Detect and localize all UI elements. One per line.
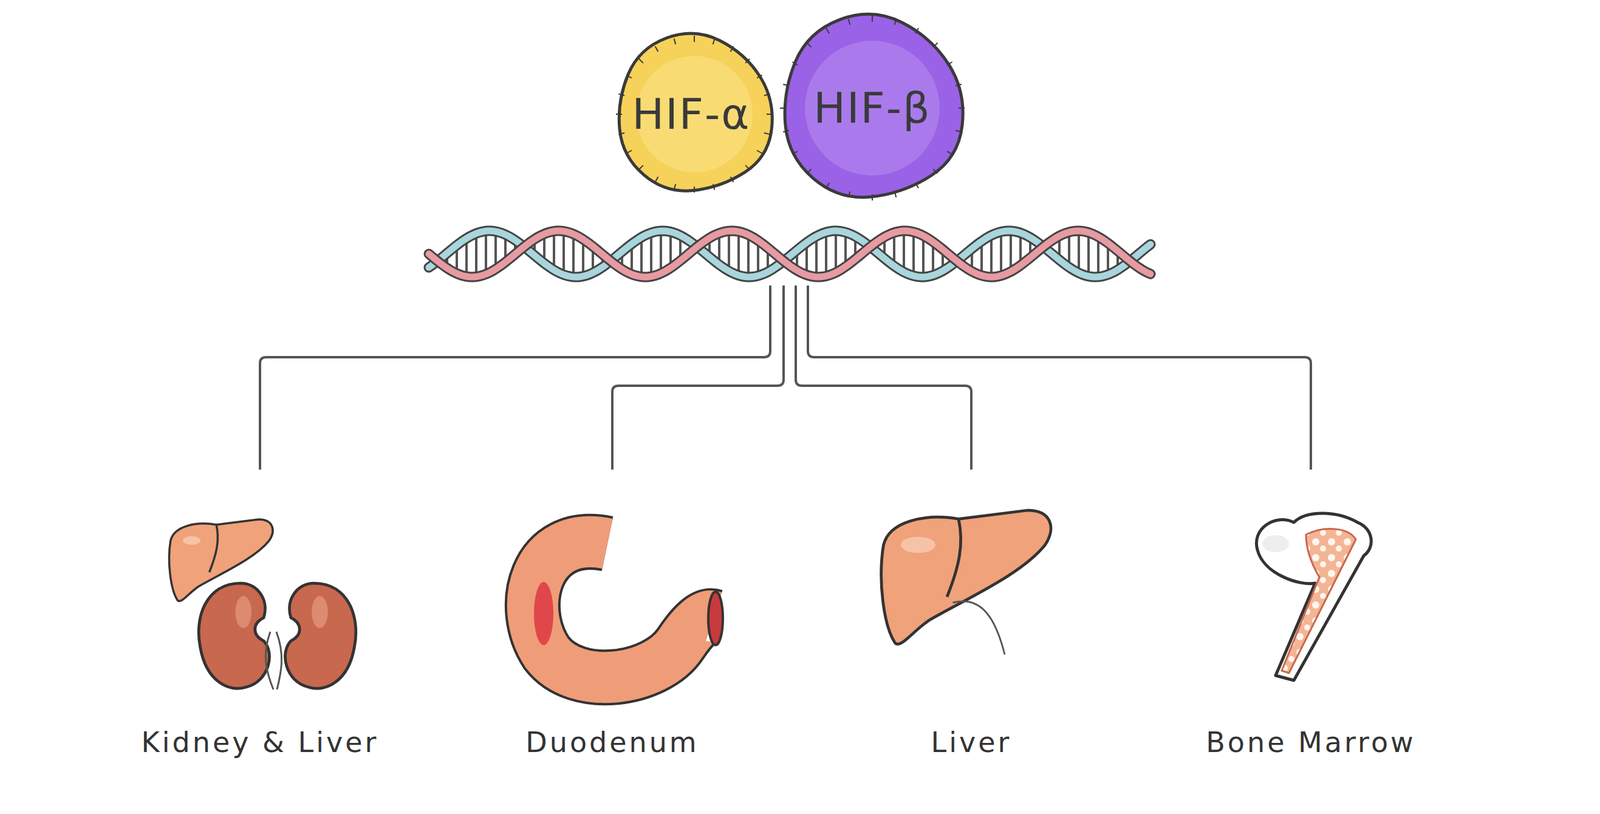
organ-label: Liver [931,725,1012,759]
protein-label: HIF-β [813,83,931,134]
protein-label: HIF-α [632,89,751,140]
kidney-icon [285,583,356,689]
liver-icon [881,510,1051,655]
organ-label: Kidney & Liver [141,725,380,759]
bracket-lines [259,285,1311,470]
organ-label: Bone Marrow [1205,725,1416,759]
protein-blob: HIF-β [770,6,975,211]
kidney-icon [198,583,270,689]
bone-icon [1256,513,1371,681]
dna-helix [428,230,1151,277]
protein-blob: HIF-α [606,26,783,203]
organ-label: Duodenum [525,725,699,759]
duodenum-icon [532,541,723,678]
